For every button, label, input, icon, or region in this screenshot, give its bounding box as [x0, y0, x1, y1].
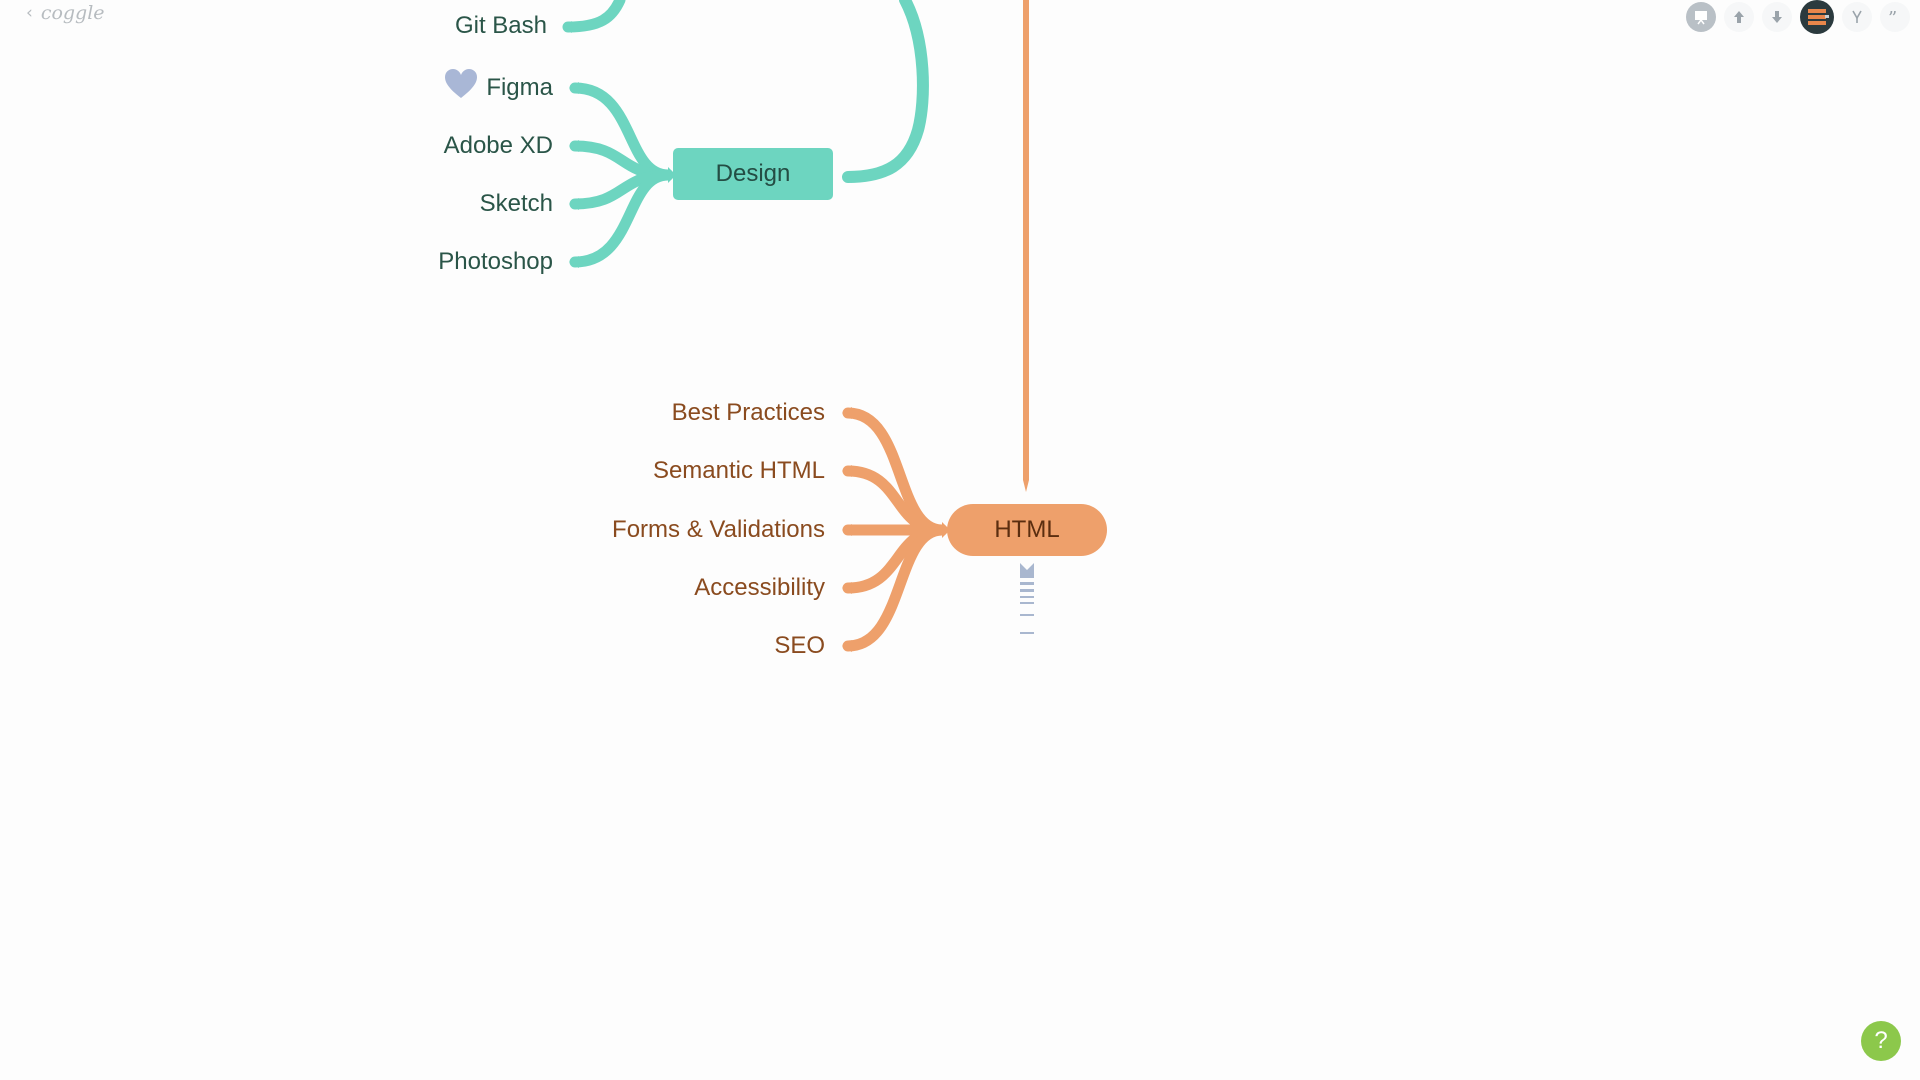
branch-icon [1850, 9, 1864, 25]
coggle-logo: coggle [40, 2, 105, 24]
back-to-coggle-link[interactable]: ‹ coggle [26, 2, 105, 24]
topic-semantic-html[interactable]: Semantic HTML [652, 457, 825, 484]
topic-figma[interactable]: Figma [486, 74, 553, 101]
presentation-icon [1691, 7, 1711, 27]
html-trunk-branch [1023, 0, 1029, 492]
help-icon: ? [1874, 1027, 1888, 1054]
design-parent-branch [842, 0, 929, 183]
upload-button[interactable] [1724, 2, 1754, 32]
topic-seo[interactable]: SEO [774, 632, 825, 659]
branch-photoshop [569, 169, 674, 268]
topic-design[interactable]: Design [673, 148, 833, 200]
present-button[interactable] [1686, 2, 1716, 32]
collapsed-indicator [1020, 563, 1034, 634]
download-button[interactable] [1762, 2, 1792, 32]
topic-html[interactable]: HTML [947, 504, 1107, 556]
topic-photoshop[interactable]: Photoshop [438, 248, 553, 275]
help-button[interactable]: ? [1861, 1021, 1901, 1061]
top-toolbar: ” [1686, 0, 1910, 34]
topic-adobe-xd[interactable]: Adobe XD [443, 132, 553, 159]
comments-button[interactable]: ” [1880, 2, 1910, 32]
chevron-left-icon: ‹ [26, 3, 33, 23]
gitbash-branch [562, 0, 626, 33]
topic-forms-validations[interactable]: Forms & Validations [612, 516, 825, 543]
history-button[interactable] [1800, 0, 1834, 34]
branch-button[interactable] [1842, 2, 1872, 32]
branch-seo [842, 524, 948, 652]
history-icon [1805, 5, 1829, 29]
topic-accessibility[interactable]: Accessibility [694, 574, 825, 601]
svg-text:”: ” [1888, 9, 1897, 25]
arrow-up-icon [1731, 9, 1747, 25]
topic-git-bash[interactable]: Git Bash [454, 12, 547, 39]
heart-icon [445, 69, 477, 98]
quote-icon: ” [1886, 9, 1904, 25]
topic-sketch[interactable]: Sketch [479, 190, 553, 217]
arrow-down-icon [1769, 9, 1785, 25]
topic-best-practices[interactable]: Best Practices [671, 399, 825, 426]
